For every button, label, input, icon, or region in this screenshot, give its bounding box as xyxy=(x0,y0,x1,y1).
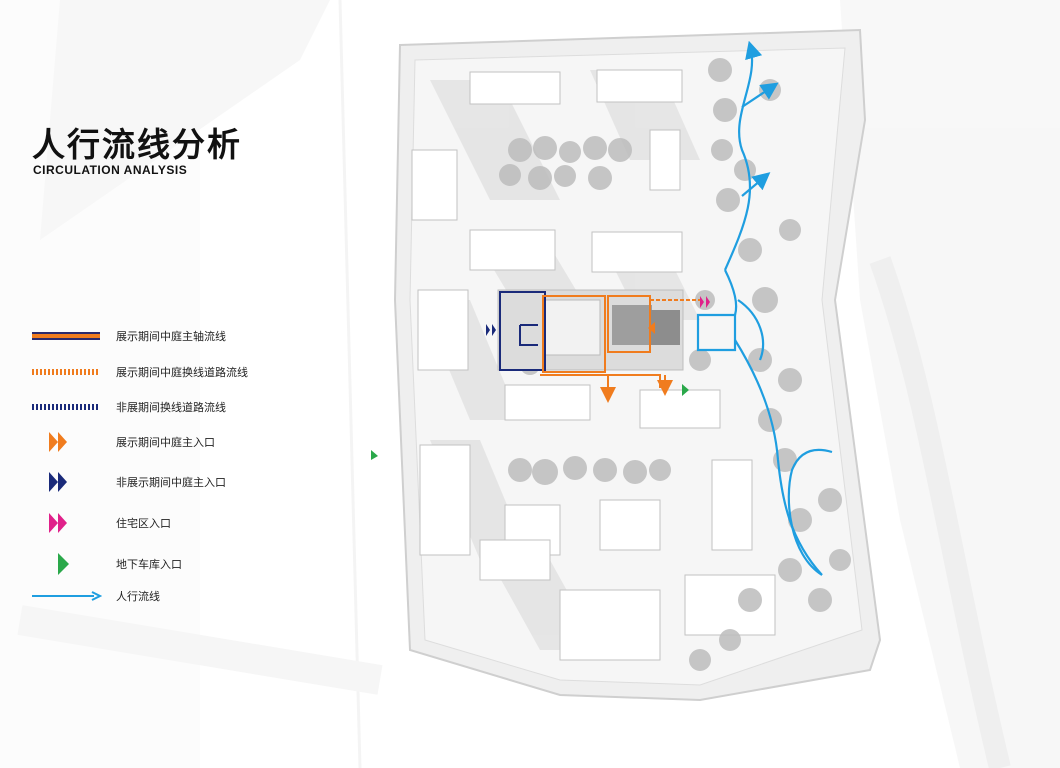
legend-item-transfer-road: 展示期间中庭换线道路流线 xyxy=(32,360,332,384)
legend-label: 展示期间中庭换线道路流线 xyxy=(116,366,248,379)
main-axis-line-swatch xyxy=(32,332,100,340)
legend-item-main-axis: 展示期间中庭主轴流线 xyxy=(32,324,332,348)
legend-item-non-display-entrance: 非展示期间中庭主入口 xyxy=(32,470,332,494)
non-display-route xyxy=(499,291,546,371)
dashed-navy-line-swatch xyxy=(32,404,100,410)
legend-label: 住宅区入口 xyxy=(116,517,171,530)
page-subtitle: CIRCULATION ANALYSIS xyxy=(33,163,188,177)
navy-double-arrow-icon xyxy=(49,472,67,492)
plan-entrances xyxy=(371,296,710,460)
legend-label: 地下车库入口 xyxy=(116,558,182,571)
legend-label: 非展示期间中庭主入口 xyxy=(116,476,226,489)
legend-label: 人行流线 xyxy=(116,590,160,603)
blue-arrow-line-icon xyxy=(32,591,102,601)
buildings xyxy=(411,69,776,661)
legend-label: 非展期间换线道路流线 xyxy=(116,401,226,414)
pedestrian-flow xyxy=(696,40,833,576)
dashed-orange-line-swatch xyxy=(32,369,100,375)
legend-item-garage-entrance: 地下车库入口 xyxy=(32,552,332,576)
legend: 展示期间中庭主轴流线 展示期间中庭换线道路流线 非展期间换线道路流线 展示期间中… xyxy=(32,318,332,608)
pink-double-arrow-icon xyxy=(49,513,67,533)
orange-double-arrow-icon xyxy=(49,432,67,452)
legend-label: 展示期间中庭主轴流线 xyxy=(116,330,226,343)
tree-clusters xyxy=(499,58,851,671)
legend-item-display-entrance: 展示期间中庭主入口 xyxy=(32,430,332,454)
legend-item-non-display-road: 非展期间换线道路流线 xyxy=(32,395,332,419)
page-title: 人行流线分析 xyxy=(32,125,242,164)
legend-item-residential-entrance: 住宅区入口 xyxy=(32,511,332,535)
legend-item-pedestrian-flow: 人行流线 xyxy=(32,584,332,608)
legend-label: 展示期间中庭主入口 xyxy=(116,436,215,449)
central-courtyard xyxy=(497,289,684,371)
display-route xyxy=(540,295,700,403)
green-triangle-icon xyxy=(58,553,69,575)
